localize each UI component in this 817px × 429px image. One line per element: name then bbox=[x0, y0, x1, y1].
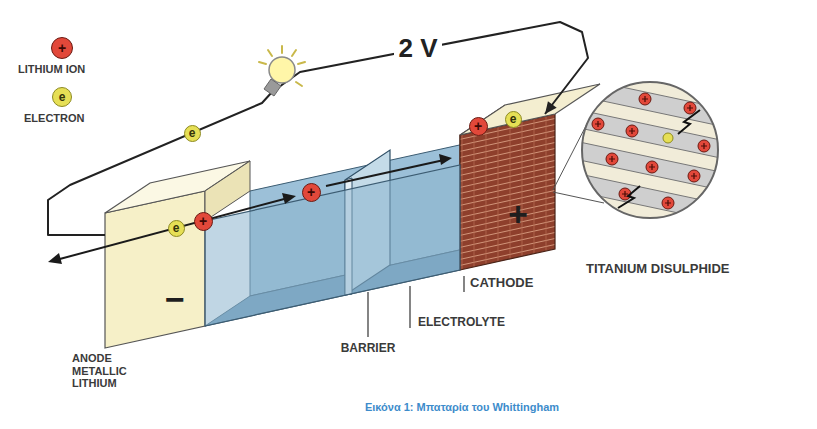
electrolyte-front bbox=[205, 165, 460, 326]
legend-text: LITHIUM ION bbox=[18, 63, 85, 76]
arrow-head bbox=[439, 154, 452, 165]
part-label: ANODE METALLIC LITHIUM bbox=[72, 352, 138, 390]
part-label: BARRIER bbox=[341, 342, 396, 356]
arrow-head bbox=[282, 193, 296, 204]
symbol-text: e bbox=[59, 91, 66, 103]
lithium-ion: + bbox=[469, 117, 488, 136]
lithium-ion: + bbox=[302, 183, 321, 202]
figure-caption: Εικόνα 1: Μπαταρία του Whittingham bbox=[365, 401, 559, 413]
arrow-head bbox=[48, 253, 62, 264]
zoom-line bbox=[553, 192, 604, 203]
part-label: TITANIUM DISULPHIDE bbox=[586, 262, 729, 277]
arrow-head bbox=[545, 101, 557, 114]
part-label: CATHODE bbox=[470, 276, 533, 291]
zoom-detail bbox=[570, 62, 730, 238]
part-label: ELECTROLYTE bbox=[418, 316, 505, 330]
cathode-block: +CATHODE bbox=[460, 114, 555, 270]
anode-front bbox=[105, 191, 205, 348]
electron: e bbox=[168, 220, 185, 237]
wire-line bbox=[48, 22, 588, 235]
ion-arrow bbox=[326, 160, 444, 186]
leader-line bbox=[463, 276, 464, 292]
anode-block: −ANODE METALLIC LITHIUM bbox=[105, 191, 205, 348]
wire-connector bbox=[48, 22, 588, 235]
legend-text: ELECTRON bbox=[24, 112, 85, 125]
electron: e bbox=[505, 111, 522, 128]
cathode-front bbox=[460, 114, 555, 270]
polarity-sign: − bbox=[165, 282, 185, 316]
lithium-ion: + bbox=[194, 212, 213, 231]
polarity-sign: + bbox=[508, 197, 528, 231]
leader-line bbox=[409, 286, 410, 328]
electron: e bbox=[184, 125, 201, 142]
ion-arrow bbox=[56, 198, 288, 260]
leader-line bbox=[367, 292, 368, 337]
cathode-top bbox=[460, 84, 600, 135]
legend-swatch: + bbox=[51, 37, 73, 59]
voltage-label: 2 V bbox=[394, 34, 441, 63]
legend-swatch: e bbox=[52, 87, 72, 107]
symbol-text: + bbox=[58, 41, 66, 55]
zoom-circle bbox=[582, 82, 718, 218]
